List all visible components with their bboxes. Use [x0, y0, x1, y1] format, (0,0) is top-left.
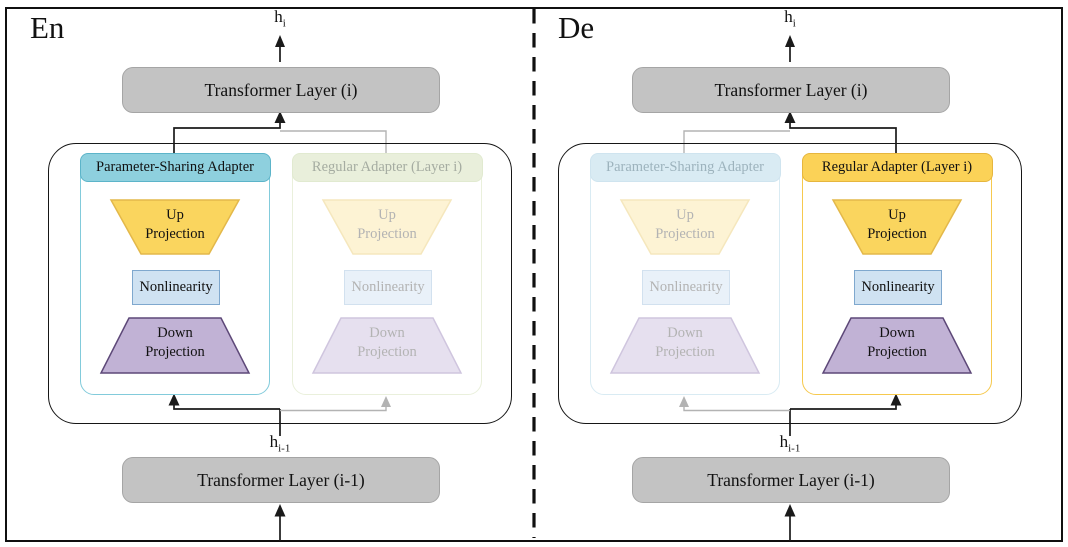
down-projection-trapezoid [609, 317, 761, 374]
outer-frame [5, 7, 1063, 542]
down-projection-trapezoid [311, 317, 463, 374]
hidden-state-input-label: hi-1 [758, 432, 822, 454]
up-projection-trapezoid [109, 199, 241, 255]
up-projection-label: Up Projection [145, 207, 205, 242]
hidden-state-output-label: hi [758, 7, 822, 29]
h-base: h [784, 7, 793, 26]
hidden-state-output-label: hi [248, 7, 312, 29]
down-projection-label: Down Projection [145, 325, 205, 360]
adapter-title: Regular Adapter (Layer i) [291, 152, 483, 182]
regular-adapter-card-faded: Regular Adapter (Layer i) Up Projection … [291, 152, 483, 395]
adapter-shapes [609, 199, 761, 374]
transformer-layer-i-1-box: Transformer Layer (i-1) [632, 457, 950, 503]
parameter-sharing-adapter-card-active: Parameter-Sharing Adapter Up Projection … [79, 152, 271, 395]
adapter-title: Regular Adapter (Layer i) [801, 152, 993, 182]
adapter-shapes [821, 199, 973, 374]
down-projection-label: Down Projection [867, 325, 927, 360]
h-base: h [269, 432, 279, 451]
adapter-container [48, 143, 512, 424]
down-projection-label: Down Projection [357, 325, 417, 360]
up-projection-label: Up Projection [655, 207, 715, 242]
up-projection-label: Up Projection [357, 207, 417, 242]
h-subscript: i-1 [788, 442, 801, 455]
down-projection-trapezoid [821, 317, 973, 374]
h-subscript: i [792, 17, 796, 30]
h-base: h [779, 432, 789, 451]
adapter-container [558, 143, 1022, 424]
nonlinearity-box: Nonlinearity [344, 270, 432, 305]
nonlinearity-box: Nonlinearity [132, 270, 220, 305]
hidden-state-input-label: hi-1 [248, 432, 312, 454]
adapter-title: Parameter-Sharing Adapter [589, 152, 781, 182]
regular-adapter-card-active: Regular Adapter (Layer i) Up Projection … [801, 152, 993, 395]
h-subscript: i [282, 17, 286, 30]
adapter-shapes [311, 199, 463, 374]
panel-label-decoder: De [558, 10, 595, 45]
encoder-connector-lines [168, 35, 391, 541]
h-base: h [274, 7, 283, 26]
nonlinearity-box: Nonlinearity [642, 270, 730, 305]
h-subscript: i-1 [278, 442, 291, 455]
adapter-title: Parameter-Sharing Adapter [79, 152, 271, 182]
up-projection-trapezoid [619, 199, 751, 255]
up-projection-label: Up Projection [867, 207, 927, 242]
up-projection-trapezoid [831, 199, 963, 255]
decoder-panel: De hi Transformer Layer (i) Parameter-Sh… [510, 0, 1044, 547]
decoder-connector-lines [679, 35, 902, 541]
encoder-panel: En hi Transformer Layer (i) Parameter-Sh… [30, 7, 512, 541]
adapter-shapes [99, 199, 251, 374]
parameter-sharing-adapter-card-faded: Parameter-Sharing Adapter Up Projection … [589, 152, 781, 395]
panel-label-encoder: En [30, 10, 65, 45]
nonlinearity-box: Nonlinearity [854, 270, 942, 305]
transformer-layer-i-1-box: Transformer Layer (i-1) [122, 457, 440, 503]
transformer-layer-i-box: Transformer Layer (i) [632, 67, 950, 113]
up-projection-trapezoid [321, 199, 453, 255]
transformer-layer-i-box: Transformer Layer (i) [122, 67, 440, 113]
down-projection-trapezoid [99, 317, 251, 374]
down-projection-label: Down Projection [655, 325, 715, 360]
